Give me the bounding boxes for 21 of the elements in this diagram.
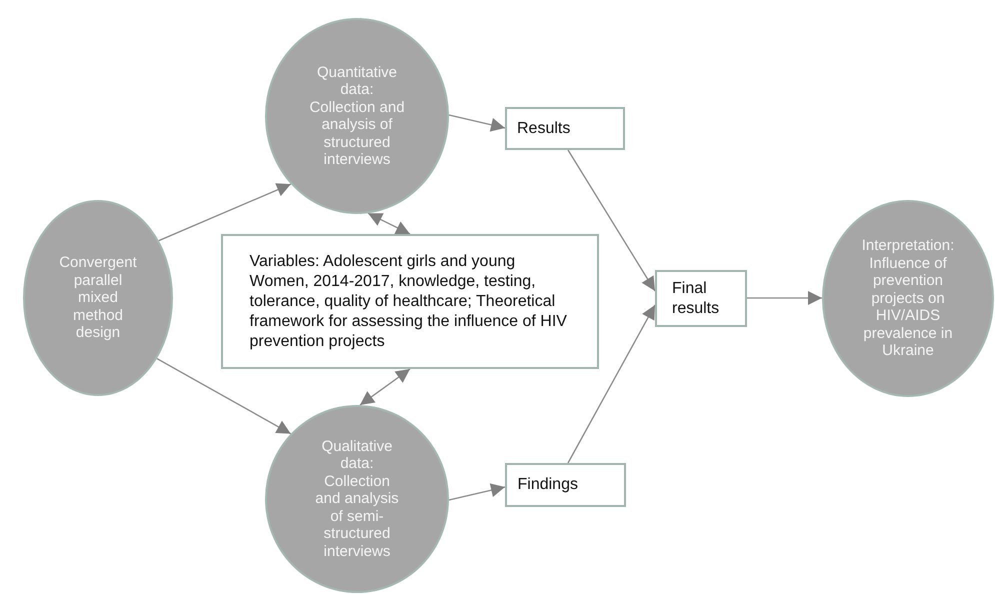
box-label: Variables: Adolescent girls and young Women, 2014-2017, knowledge, testing, tolerance, quality of healthcare; Theoretical framework for assessing the influence of HIV prevention projects bbox=[250, 252, 568, 352]
arrow bbox=[158, 183, 292, 242]
arrow bbox=[448, 114, 506, 132]
arrow bbox=[567, 150, 656, 292]
arrow bbox=[156, 358, 292, 434]
arrow bbox=[360, 368, 410, 406]
result-box bbox=[655, 270, 747, 327]
box-label: Findings bbox=[518, 475, 578, 495]
arrow bbox=[368, 212, 410, 235]
arrow bbox=[747, 291, 822, 305]
box-label: Results bbox=[517, 118, 570, 138]
variables-box bbox=[221, 234, 599, 369]
result-box bbox=[505, 107, 625, 150]
circle-label: Quantitative data: Collection and analysis of structured interviews bbox=[308, 64, 406, 168]
circle-label: Convergent parallel mixed method design bbox=[58, 254, 138, 342]
box-label: Final results bbox=[672, 278, 720, 318]
result-box bbox=[505, 463, 626, 507]
circle-label: Qualitative data: Collection and analysis of semi-structured interviews bbox=[314, 438, 400, 560]
arrow bbox=[567, 304, 656, 464]
arrow bbox=[448, 483, 506, 501]
circle-label: Interpretation: Influence of prevention projects on HIV/AIDS prevalence in Ukraine bbox=[860, 237, 956, 360]
